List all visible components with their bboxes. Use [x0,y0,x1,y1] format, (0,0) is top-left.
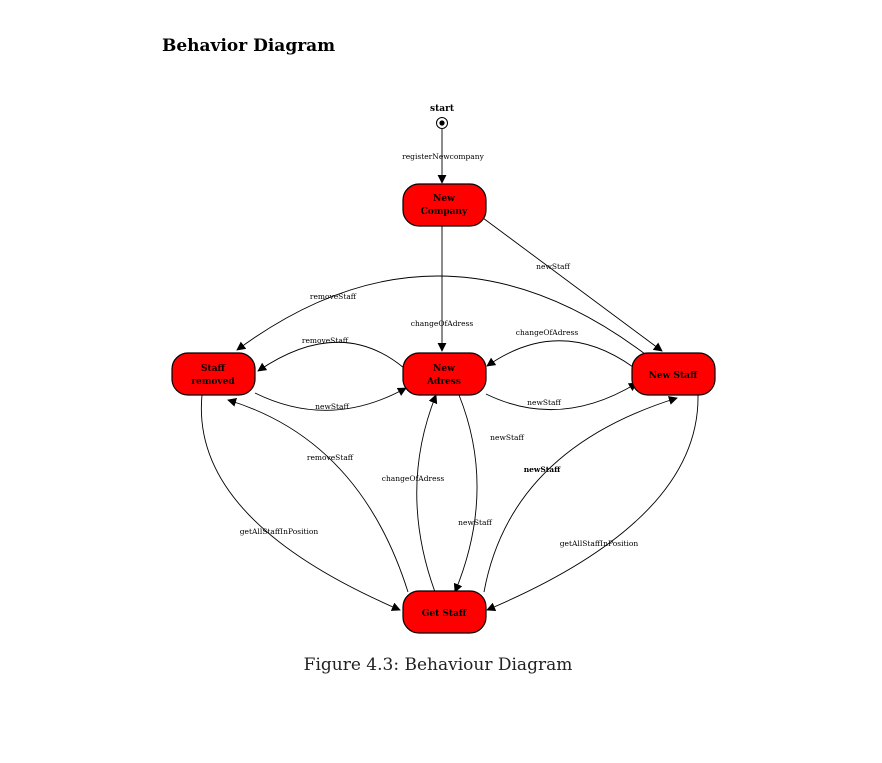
state-get-staff-box [402,590,487,634]
label-removed-to-adress: newStaff [315,402,349,411]
label-new-staff-to-get-staff: getAllStaffInPosition [560,539,639,548]
state-new-company-label-1: New [433,194,455,204]
label-get-staff-to-adress: changeOfAdress [382,474,445,483]
page-heading: Behavior Diagram [162,36,336,56]
label-get-staff-to-removed: removeStaff [307,453,354,462]
label-adress-to-get-staff-outer: newStaff [490,433,524,442]
start-node: start [430,104,455,129]
state-get-staff: Get Staff [402,590,487,634]
state-new-company-box [402,183,487,227]
edge-get-staff-to-new-staff [483,396,678,593]
start-inner-dot [439,120,445,126]
state-new-adress: New Adress [402,352,487,396]
state-staff-removed-label-2: removed [191,377,235,387]
state-staff-removed: Staff removed [171,352,256,396]
state-new-staff-label: New Staff [649,371,698,381]
state-new-staff: New Staff [631,352,716,396]
state-new-company: New Company [402,183,487,227]
edge-adress-to-removed [257,341,405,372]
label-adress-to-get-staff-inner: newStaff [458,518,492,527]
state-staff-removed-box [171,352,256,396]
label-company-to-new-staff: newStaff [536,262,570,271]
label-get-staff-to-new-staff: newStaff [524,465,561,474]
state-new-adress-label-1: New [433,364,455,374]
state-new-adress-label-2: Adress [426,377,461,387]
label-removed-to-get-staff: getAllStaffInPosition [240,527,319,536]
edge-removed-to-get-staff [200,394,401,611]
label-adress-to-new-staff: newStaff [527,398,561,407]
label-register-new-company: registerNewcompany [402,152,484,161]
state-get-staff-label: Get Staff [422,609,467,619]
transition-labels: registerNewcompany newStaff removeStaff … [240,152,639,548]
label-company-to-adress: changeOfAdress [411,319,474,328]
edge-get-staff-to-adress [416,394,438,593]
edge-new-staff-to-get-staff [486,394,699,611]
state-staff-removed-label-1: Staff [201,364,225,374]
label-new-staff-to-adress: changeOfAdress [516,328,579,337]
transitions [200,129,699,611]
edge-adress-to-get-staff [453,394,478,593]
behavior-diagram: start registerNewcompany [171,104,716,634]
edge-get-staff-to-removed [227,398,409,593]
start-label: start [430,104,455,114]
edge-adress-to-new-staff [485,382,638,411]
edge-company-to-new-staff [482,217,663,352]
state-new-company-label-2: Company [421,207,468,217]
edge-new-staff-to-adress [486,340,634,368]
figure-caption: Figure 4.3: Behaviour Diagram [303,655,573,675]
state-new-adress-box [402,352,487,396]
edge-removed-to-adress [254,387,407,411]
label-new-staff-to-removed: removeStaff [310,292,357,301]
state-new-staff-box [631,352,716,396]
edge-new-staff-to-removed [236,275,646,355]
label-adress-to-removed: removeStaff [302,336,349,345]
